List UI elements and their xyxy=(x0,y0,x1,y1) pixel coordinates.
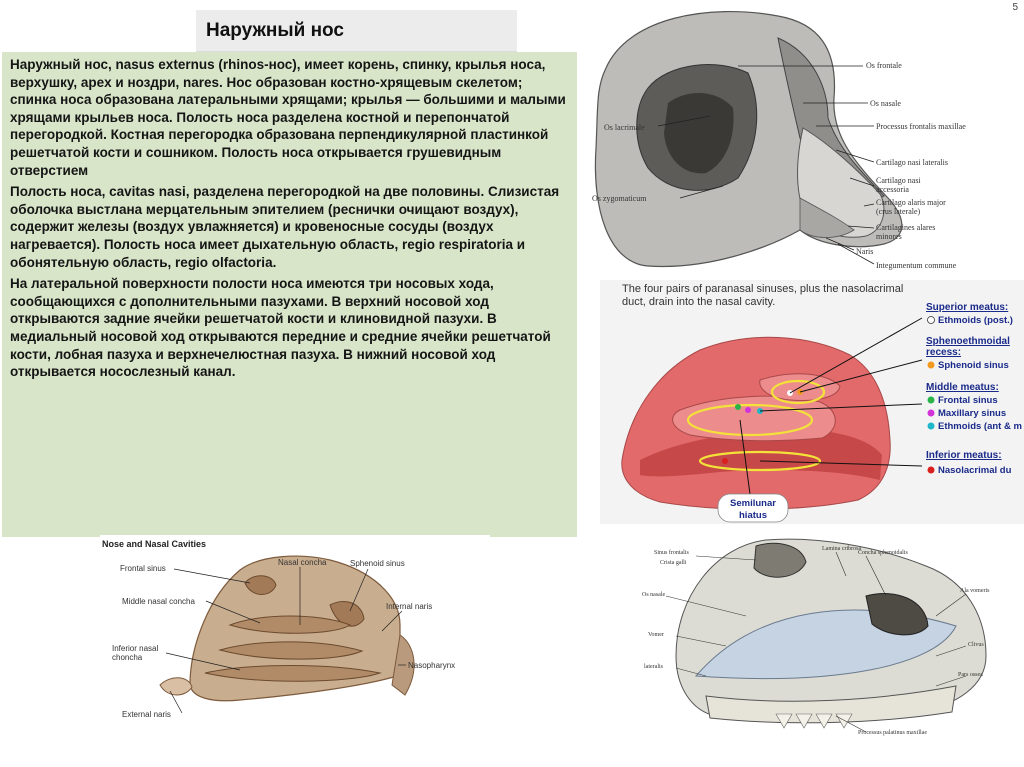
paranasal-sinus-illustration: The four pairs of paranasal sinuses, plu… xyxy=(621,283,1022,523)
label-clivus: Clivus xyxy=(968,642,984,648)
label-cartilagines-alares-1: Cartilagines alares xyxy=(876,223,935,232)
label-superior-meatus: Superior meatus: xyxy=(926,302,1008,313)
label-integumentum: Integumentum commune xyxy=(876,261,957,270)
label-maxillary-sinus: Maxillary sinus xyxy=(938,408,1006,419)
slide-number: 5 xyxy=(1012,2,1018,13)
label-ethmoids-post: Ethmoids (post.) xyxy=(938,315,1013,326)
nose-skeleton-figure: Os frontale Os nasale Os lacrimale Proce… xyxy=(588,8,1006,276)
page-title: Наружный нос xyxy=(206,19,344,41)
label-ethmoids-ant: Ethmoids (ant & m xyxy=(938,421,1022,432)
label-os-zygomaticum: Os zygomaticum xyxy=(592,194,647,203)
label-concha-sphenoidalis: Concha sphenoidalis xyxy=(858,550,908,556)
label-semilunar-2: hiatus xyxy=(739,510,767,521)
nose-skeleton-illustration: Os frontale Os nasale Os lacrimale Proce… xyxy=(592,11,966,270)
label-lateralis: lateralis xyxy=(644,664,664,670)
label-nasal-concha: Nasal concha xyxy=(278,558,327,567)
label-internal-naris: Internal naris xyxy=(386,602,432,611)
label-os-nasale: Os nasale xyxy=(642,592,665,598)
paranasal-sinus-figure: The four pairs of paranasal sinuses, plu… xyxy=(600,280,1024,524)
label-os-frontale: Os frontale xyxy=(866,61,902,70)
label-inferior-meatus: Inferior meatus: xyxy=(926,450,1002,461)
label-crista-galli: Crista galli xyxy=(660,560,687,566)
label-processus-palatinus: Processus palatinus maxillae xyxy=(858,730,927,736)
label-middle-nasal-concha: Middle nasal concha xyxy=(122,597,195,606)
nasal-cavities-figure: Nose and Nasal Cavities Frontal sinus Na… xyxy=(100,535,490,725)
label-frontal-sinus: Frontal sinus xyxy=(120,564,166,573)
nasal-cavities-illustration: Nose and Nasal Cavities Frontal sinus Na… xyxy=(102,539,455,719)
paragraph-nasal-cavity: Полость носа, cavitas nasi, разделена пе… xyxy=(10,184,560,270)
label-vomer: Vomer xyxy=(648,632,664,638)
label-external-naris: External naris xyxy=(122,710,171,719)
cavity-figure-title: Nose and Nasal Cavities xyxy=(102,539,206,549)
label-os-lacrimale: Os lacrimale xyxy=(604,123,645,132)
label-cartilago-accessoria-1: Cartilago nasi xyxy=(876,176,921,185)
label-cartilago-alaris-1: Cartilago alaris major xyxy=(876,198,946,207)
sinus-caption-line-2: duct, drain into the nasal cavity. xyxy=(622,296,775,308)
label-processus-frontalis: Processus frontalis maxillae xyxy=(876,122,966,131)
label-cartilago-lateralis: Cartilago nasi lateralis xyxy=(876,158,948,167)
title-box: Наружный нос xyxy=(196,10,517,52)
paragraph-external-nose: Наружный нос, nasus externus (rhinos-нос… xyxy=(10,57,566,178)
nasal-skeleton-figure: Sinus frontalis Crista galli Lamina crib… xyxy=(636,536,1008,736)
label-naris: Naris xyxy=(856,247,873,256)
label-nasolacrimal-duct: Nasolacrimal du xyxy=(938,465,1012,476)
label-frontal-sinus: Frontal sinus xyxy=(938,395,998,406)
label-os-nasale: Os nasale xyxy=(870,99,901,108)
label-sphenoethmoidal-1: Sphenoethmoidal xyxy=(926,336,1010,347)
sinus-caption-line-1: The four pairs of paranasal sinuses, plu… xyxy=(622,283,903,295)
label-nasopharynx: Nasopharynx xyxy=(408,661,455,670)
label-semilunar-1: Semilunar xyxy=(730,498,776,509)
label-sphenoid-sinus: Sphenoid sinus xyxy=(350,559,405,568)
label-cartilago-accessoria-2: accessoria xyxy=(876,185,909,194)
label-ala-vomeris: Ala vomeris xyxy=(960,588,990,594)
label-cartilagines-alares-2: minores xyxy=(876,232,902,241)
label-sphenoethmoidal-2: recess: xyxy=(926,347,961,358)
label-lamina-cribrosa: Lamina cribrosa xyxy=(822,546,861,552)
description-text-box: Наружный нос, nasus externus (rhinos-нос… xyxy=(2,52,577,537)
label-middle-meatus: Middle meatus: xyxy=(926,382,999,393)
label-pars-ossea: Pars ossea xyxy=(958,672,983,678)
label-sphenoid-sinus: Sphenoid sinus xyxy=(938,360,1009,371)
label-inferior-concha-2: choncha xyxy=(112,653,143,662)
paragraph-nasal-meatuses: На латеральной поверхности полости носа … xyxy=(10,276,551,380)
label-sinus-frontalis: Sinus frontalis xyxy=(654,549,689,556)
label-cartilago-alaris-2: (crus laterale) xyxy=(876,207,921,216)
label-inferior-concha-1: Inferior nasal xyxy=(112,644,158,653)
nasal-skeleton-illustration: Sinus frontalis Crista galli Lamina crib… xyxy=(642,538,990,736)
